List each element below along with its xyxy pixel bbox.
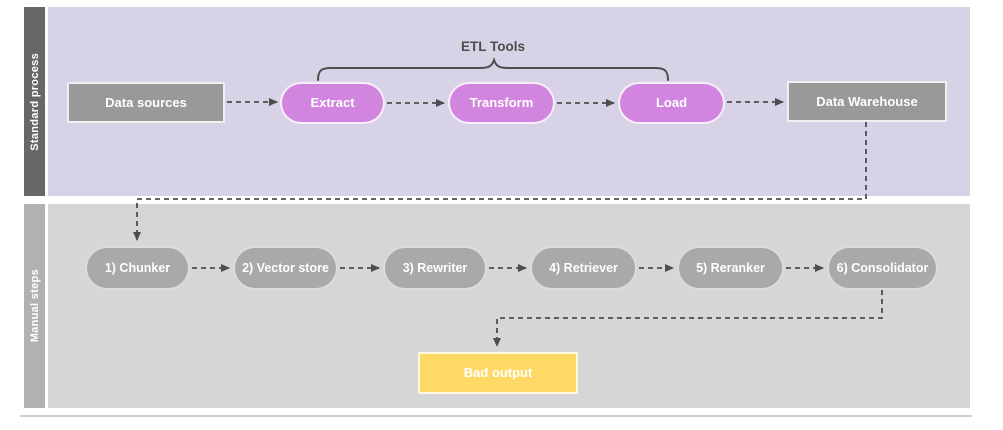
etl-tools-label: ETL Tools xyxy=(461,39,525,54)
node-label: 5) Reranker xyxy=(696,260,765,275)
node-vector-store: 2) Vector store xyxy=(233,246,338,290)
node-label: 6) Consolidator xyxy=(836,260,929,275)
node-extract: Extract xyxy=(280,82,385,124)
lane-label-standard-process: Standard process xyxy=(24,7,45,196)
node-label: 1) Chunker xyxy=(104,260,171,275)
lane-label-text: Standard process xyxy=(28,52,41,151)
node-label: 3) Rewriter xyxy=(402,260,468,275)
node-label: Data sources xyxy=(105,94,187,110)
node-label: Transform xyxy=(469,95,534,111)
node-rewriter: 3) Rewriter xyxy=(383,246,487,290)
node-transform: Transform xyxy=(448,82,555,124)
node-data-warehouse: Data Warehouse xyxy=(787,81,947,122)
node-label: 4) Retriever xyxy=(549,260,618,275)
node-reranker: 5) Reranker xyxy=(677,246,784,290)
node-label: Extract xyxy=(310,95,355,111)
node-label: Load xyxy=(655,95,688,111)
node-label: Data Warehouse xyxy=(816,93,918,109)
bottom-frame-line xyxy=(20,415,972,417)
node-chunker: 1) Chunker xyxy=(85,246,190,290)
node-load: Load xyxy=(618,82,725,124)
node-data-sources: Data sources xyxy=(67,82,225,123)
node-label: 2) Vector store xyxy=(242,260,329,275)
lane-label-manual-steps: Manual steps xyxy=(24,204,45,408)
node-bad-output: Bad output xyxy=(418,352,578,394)
node-retriever: 4) Retriever xyxy=(530,246,637,290)
lane-label-text: Manual steps xyxy=(28,269,41,343)
node-consolidator: 6) Consolidator xyxy=(827,246,938,290)
node-label: Bad output xyxy=(463,365,533,381)
